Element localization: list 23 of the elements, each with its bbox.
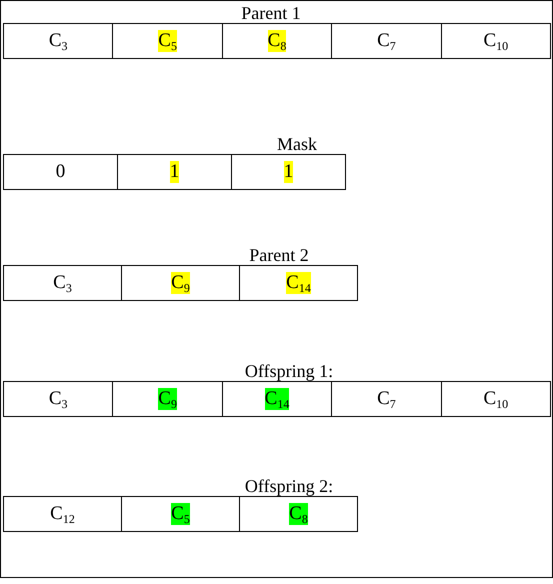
gene-cell: C$_{9}$	[121, 265, 240, 301]
gene-cell: C$_{8}$	[222, 23, 332, 59]
gene-cell: C$_{5}$	[121, 496, 240, 532]
gene-cell: C$_{10}$	[440, 381, 552, 417]
gene-cell: C$_{3}$	[3, 23, 114, 59]
gene-cell: 1	[231, 154, 346, 190]
table-title: Offspring 2:	[244, 476, 334, 496]
gene-cell: C$_{3}$	[3, 381, 114, 417]
gene-cell: C$_{8}$	[239, 496, 358, 532]
gene-cell: C$_{9}$	[112, 381, 223, 417]
gene-cell: C$_{5}$	[112, 23, 223, 59]
gene-cell: 0	[3, 154, 118, 190]
gene-cell: 1	[117, 154, 232, 190]
gene-cell: C$_{7}$	[331, 23, 442, 59]
gene-cell: C$_{10}$	[440, 23, 552, 59]
gene-cell: C$_{7}$	[331, 381, 442, 417]
gene-cell: C$_{3}$	[3, 265, 122, 301]
table-title: Mask	[277, 134, 317, 154]
table-title: Parent 1	[241, 3, 301, 23]
gene-cell: C$_{12}$	[3, 496, 122, 532]
table-title: Parent 2	[249, 245, 309, 265]
gene-cell: C$_{14}$	[239, 265, 358, 301]
table-title: Offspring 1:	[244, 361, 334, 381]
